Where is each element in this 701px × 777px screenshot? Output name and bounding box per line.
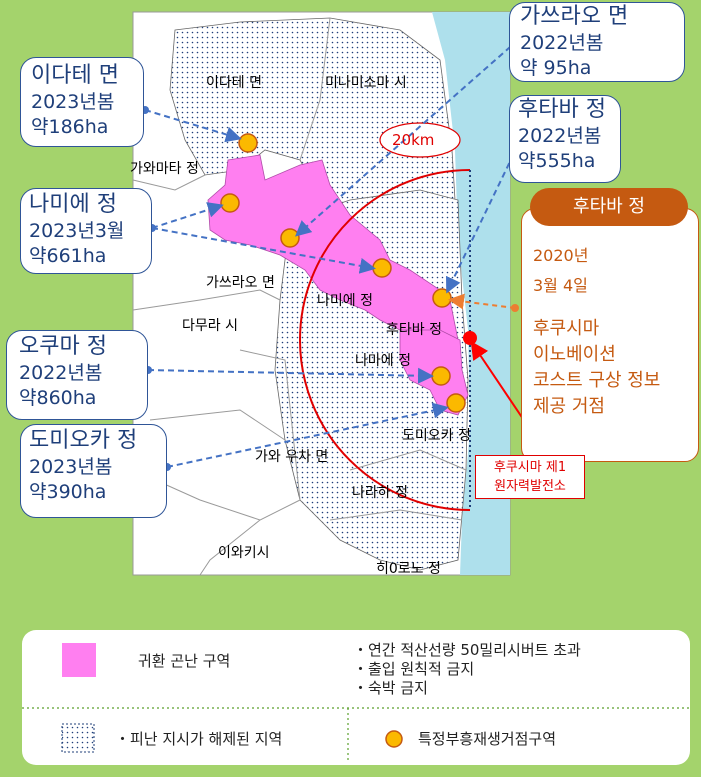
legend-difficult-label: 귀환 곤난 구역 (138, 652, 231, 670)
label-minamisoma: 미나미소마 시 (325, 75, 407, 91)
label-namie: 나미에 정 (317, 293, 373, 309)
info-hub-desc-1: 후쿠시마 (533, 318, 600, 339)
label-kawamata: 가와마타 정 (130, 161, 199, 177)
reconstruction-dot-icon (431, 366, 451, 386)
info-hub-title: 후타바 정 (530, 188, 688, 226)
legend-difficult-swatch (62, 643, 96, 677)
nuclear-plant-line2: 원자력발전소 (494, 479, 566, 494)
info-hub-desc-2: 이노베이션 (533, 344, 616, 365)
plant-dot-icon (463, 331, 477, 345)
callout-tomioka: 도미오카 정 2023년봄 약390ha (20, 424, 167, 518)
legend-condition-2: ・출입 원칙적 금지 (353, 660, 475, 678)
radius-20km-arc (299, 169, 471, 511)
legend-lifted-label: ・피난 지시가 해제된 지역 (115, 730, 283, 748)
reconstruction-dot-icon (372, 258, 392, 278)
legend-reconstruction-dot-icon (385, 730, 403, 748)
legend-condition-3: ・숙박 금지 (353, 679, 428, 697)
label-naraha: 나라하 정 (352, 485, 408, 501)
info-hub-desc-3: 코스트 구상 정보 (533, 370, 661, 391)
nuclear-plant-label: 후쿠시마 제1 원자력발전소 (475, 455, 585, 499)
callout-katsurao: 가쓰라오 면 2022년봄 약 95ha (509, 2, 685, 82)
label-okuma: 나마에 정 (355, 353, 411, 369)
hub-connector (448, 293, 516, 310)
label-futaba: 후타바 정 (386, 322, 442, 338)
legend-lifted-swatch (61, 723, 95, 753)
info-hub-box (521, 208, 699, 462)
label-idate: 이다테 면 (206, 75, 262, 91)
callout-namie: 나미에 정 2023년3월 약661ha (20, 188, 152, 274)
callout-okuma: 오쿠마 정 2022년봄 약860ha (6, 330, 148, 420)
radius-label-ring (379, 122, 461, 158)
reconstruction-dot-icon (220, 193, 240, 213)
legend-reconstruction-label: 특정부흥재생거점구역 (418, 730, 557, 748)
nuclear-plant-line1: 후쿠시마 제1 (493, 460, 567, 475)
legend-condition-1: ・연간 적산선량 50밀리시버트 초과 (353, 641, 581, 659)
label-katsurao: 가쓰라오 면 (206, 275, 275, 291)
label-tomioka: 도미오카 정 (402, 428, 471, 444)
reconstruction-dot-icon (238, 133, 258, 153)
info-hub-date-2: 3월 4일 (533, 276, 588, 295)
callout-idate: 이다테 면 2023년봄 약186ha (20, 57, 144, 147)
reconstruction-dot-icon (432, 288, 452, 308)
callout-futaba: 후타바 정 2022년봄 약555ha (509, 95, 621, 183)
reconstruction-dot-icon (280, 228, 300, 248)
info-hub-date-1: 2020년 (533, 246, 589, 265)
info-hub-desc-4: 제공 거점 (533, 396, 605, 417)
label-iwaki: 이와키시 (218, 545, 270, 561)
reconstruction-dot-icon (446, 393, 466, 413)
label-tamura: 다무라 시 (182, 318, 238, 334)
label-kawauchi: 가와 우차 면 (255, 449, 329, 465)
callout-connectors (144, 39, 519, 468)
sea-area (432, 12, 510, 575)
label-radius: 20km (392, 131, 435, 149)
municipal-boundaries (132, 17, 467, 576)
label-hirono: 히0로노 정 (376, 561, 441, 577)
